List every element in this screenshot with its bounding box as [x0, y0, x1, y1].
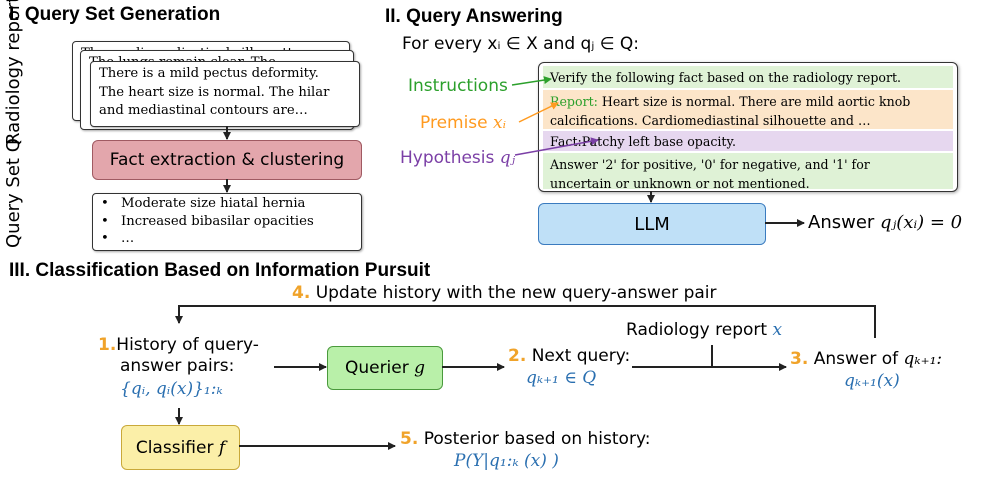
instructions-label: Instructions	[408, 76, 508, 96]
querier-box: Querier g	[327, 346, 443, 390]
arrow-hypothesis	[514, 137, 599, 156]
premise-label: Premise xᵢ	[420, 113, 507, 133]
report-line-3: and mediastinal contours are…	[99, 103, 308, 118]
fact-extraction-box: Fact extraction & clustering	[92, 140, 362, 180]
classifier-box: Classifier f	[121, 425, 240, 470]
radiology-report-label: Radiology report x	[626, 320, 783, 340]
prompt-instructions-row: Verify the following fact based on the r…	[543, 66, 953, 88]
section3-title: III. Classification Based on Information…	[9, 260, 431, 281]
arrow-premise	[518, 102, 559, 123]
arrow-instructions	[511, 76, 552, 86]
step1-label: 1.History of query- answer pairs: {qᵢ, q…	[98, 335, 259, 399]
step2-label: 2. Next query: qₖ₊₁ ∈ Q	[508, 346, 631, 388]
report-line-2: The heart size is normal. The hilar	[99, 84, 330, 100]
prompt-box: Verify the following fact based on the r…	[538, 62, 958, 192]
report-paper-front-text: There is a mild pectus deformity. The he…	[91, 62, 359, 123]
hypothesis-label: Hypothesis qⱼ	[400, 148, 516, 168]
answer-output: Answer qⱼ(xᵢ) = 0	[808, 212, 963, 233]
llm-label: LLM	[634, 213, 670, 235]
step4-label: 4. Update history with the new query-ans…	[292, 283, 717, 303]
query-item: •Moderate size hiatal hernia	[101, 196, 306, 211]
step3-label: 3. Answer of qₖ₊₁: qₖ₊₁(x)	[790, 349, 943, 391]
query-item: •…	[101, 231, 135, 246]
report-line-1: There is a mild pectus deformity.	[99, 66, 319, 81]
section1-title: I. Query Set Generation	[9, 4, 221, 25]
loop-update-history	[175, 305, 876, 338]
prompt-answer-row: Answer '2' for positive, '0' for negativ…	[543, 153, 953, 191]
section2-title: II. Query Answering	[385, 6, 563, 27]
step5-label: 5. Posterior based on history: P(Y|q₁:ₖ …	[400, 429, 651, 471]
fact-extraction-label: Fact extraction & clustering	[109, 150, 345, 170]
llm-box: LLM	[538, 203, 766, 245]
section2-subtitle: For every xᵢ ∈ X and qⱼ ∈ Q:	[402, 34, 640, 54]
prompt-report-row: Report: Heart size is normal. There are …	[543, 90, 953, 129]
query-set-box: •Moderate size hiatal hernia •Increased …	[92, 193, 362, 251]
query-item: •Increased bibasilar opacities	[101, 213, 314, 229]
prompt-fact-row: Fact: Patchy left base opacity.	[543, 131, 953, 151]
query-set-list: •Moderate size hiatal hernia •Increased …	[93, 194, 361, 249]
report-paper-front: There is a mild pectus deformity. The he…	[90, 61, 360, 127]
